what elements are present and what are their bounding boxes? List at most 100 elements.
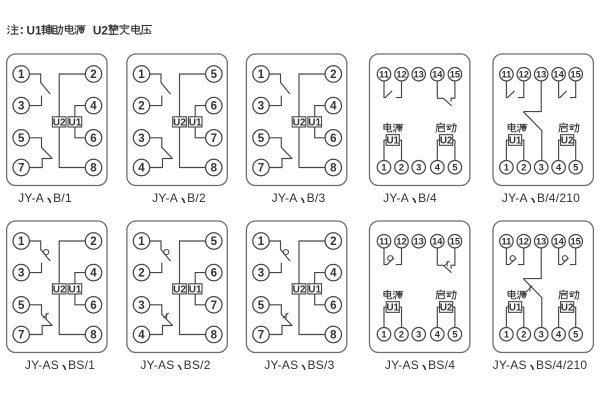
svg-text:8: 8: [211, 163, 218, 175]
svg-text:5: 5: [573, 330, 578, 340]
svg-text:U1: U1: [308, 285, 321, 296]
svg-text:3: 3: [18, 101, 24, 113]
svg-text:7: 7: [211, 133, 217, 145]
svg-text:2: 2: [330, 69, 336, 81]
svg-text:1: 1: [138, 236, 145, 248]
svg-text:2: 2: [330, 236, 336, 248]
svg-text:13: 13: [414, 237, 424, 247]
svg-text:6: 6: [330, 300, 336, 312]
svg-text:7: 7: [258, 330, 264, 342]
svg-text:12: 12: [519, 237, 529, 247]
svg-text:12: 12: [396, 70, 406, 80]
svg-text:4: 4: [435, 163, 441, 173]
svg-text:U1: U1: [509, 303, 522, 314]
svg-text:JY-AS: JY-AS: [264, 358, 298, 372]
svg-text:U1: U1: [386, 303, 399, 314]
svg-text:6: 6: [211, 268, 217, 280]
svg-text:15: 15: [571, 237, 581, 247]
svg-text:U2: U2: [173, 285, 186, 296]
svg-text:5: 5: [452, 163, 457, 173]
svg-text:13: 13: [414, 70, 424, 80]
svg-text:U2: U2: [93, 23, 109, 37]
svg-text:11: 11: [501, 70, 511, 80]
svg-text:3: 3: [539, 163, 544, 173]
svg-text:11: 11: [501, 237, 511, 247]
svg-text:U2: U2: [561, 303, 574, 314]
svg-text:4: 4: [435, 330, 441, 340]
svg-text:1: 1: [258, 236, 265, 248]
svg-text:U2: U2: [440, 136, 453, 147]
svg-text:1: 1: [504, 330, 509, 340]
svg-text:4: 4: [330, 101, 337, 113]
svg-text:JY-A: JY-A: [272, 191, 298, 205]
svg-text:B/1: B/1: [53, 191, 72, 205]
svg-text:2: 2: [399, 163, 404, 173]
svg-text:1: 1: [138, 69, 145, 81]
svg-text:1: 1: [504, 163, 509, 173]
svg-text:2: 2: [138, 101, 144, 113]
svg-text:8: 8: [90, 163, 97, 175]
svg-text:11: 11: [379, 70, 389, 80]
svg-text:4: 4: [330, 268, 337, 280]
svg-text:3: 3: [258, 268, 264, 280]
svg-text:JY-A: JY-A: [502, 191, 528, 205]
svg-text:5: 5: [18, 133, 25, 145]
svg-text:8: 8: [211, 330, 218, 342]
svg-text:8: 8: [330, 330, 337, 342]
svg-text:BS/3: BS/3: [308, 358, 335, 372]
svg-text:B/4/210: B/4/210: [537, 191, 580, 205]
svg-text:2: 2: [521, 163, 526, 173]
svg-text:6: 6: [90, 300, 96, 312]
svg-text:3: 3: [416, 330, 421, 340]
svg-text:12: 12: [396, 237, 406, 247]
svg-text:JY-A: JY-A: [18, 191, 44, 205]
svg-text:B/4: B/4: [418, 191, 437, 205]
svg-text:5: 5: [452, 330, 457, 340]
svg-text:5: 5: [18, 300, 25, 312]
svg-text:7: 7: [211, 300, 217, 312]
svg-text:BS/2: BS/2: [184, 358, 211, 372]
svg-text:6: 6: [211, 101, 217, 113]
svg-text:U1: U1: [308, 118, 321, 129]
svg-text:14: 14: [432, 70, 443, 80]
svg-text:15: 15: [450, 237, 460, 247]
svg-text:7: 7: [18, 163, 24, 175]
svg-text:U1: U1: [189, 118, 202, 129]
svg-text:U2: U2: [293, 118, 306, 129]
svg-text:4: 4: [556, 330, 562, 340]
svg-text:3: 3: [539, 330, 544, 340]
svg-text:2: 2: [521, 330, 526, 340]
svg-text:5: 5: [211, 236, 218, 248]
svg-text:1: 1: [381, 163, 386, 173]
svg-text:7: 7: [18, 330, 24, 342]
svg-text:U1: U1: [69, 118, 82, 129]
svg-text:2: 2: [90, 236, 96, 248]
svg-text:13: 13: [536, 237, 546, 247]
svg-text:2: 2: [138, 268, 144, 280]
svg-text:U2: U2: [293, 285, 306, 296]
svg-text:5: 5: [573, 163, 578, 173]
svg-text:U1: U1: [509, 136, 522, 147]
svg-text:U1: U1: [69, 285, 82, 296]
svg-text:U2: U2: [440, 303, 453, 314]
svg-text:JY-AS: JY-AS: [25, 358, 59, 372]
svg-text:BS/1: BS/1: [68, 358, 95, 372]
svg-text:JY-AS: JY-AS: [140, 358, 174, 372]
svg-text:1: 1: [381, 330, 386, 340]
svg-text:3: 3: [416, 163, 421, 173]
svg-text:4: 4: [556, 163, 562, 173]
svg-text:1: 1: [258, 69, 265, 81]
svg-text:3: 3: [18, 268, 24, 280]
svg-text:2: 2: [399, 330, 404, 340]
svg-text:3: 3: [258, 101, 264, 113]
svg-text:6: 6: [330, 133, 336, 145]
svg-text:JY-AS: JY-AS: [385, 358, 419, 372]
svg-text:BS/4: BS/4: [428, 358, 455, 372]
svg-text:6: 6: [90, 133, 96, 145]
svg-text:3: 3: [138, 300, 144, 312]
svg-text:U1: U1: [386, 136, 399, 147]
svg-text:2: 2: [90, 69, 96, 81]
svg-text:U1: U1: [189, 285, 202, 296]
svg-text:B/2: B/2: [187, 191, 206, 205]
svg-text:14: 14: [432, 237, 443, 247]
